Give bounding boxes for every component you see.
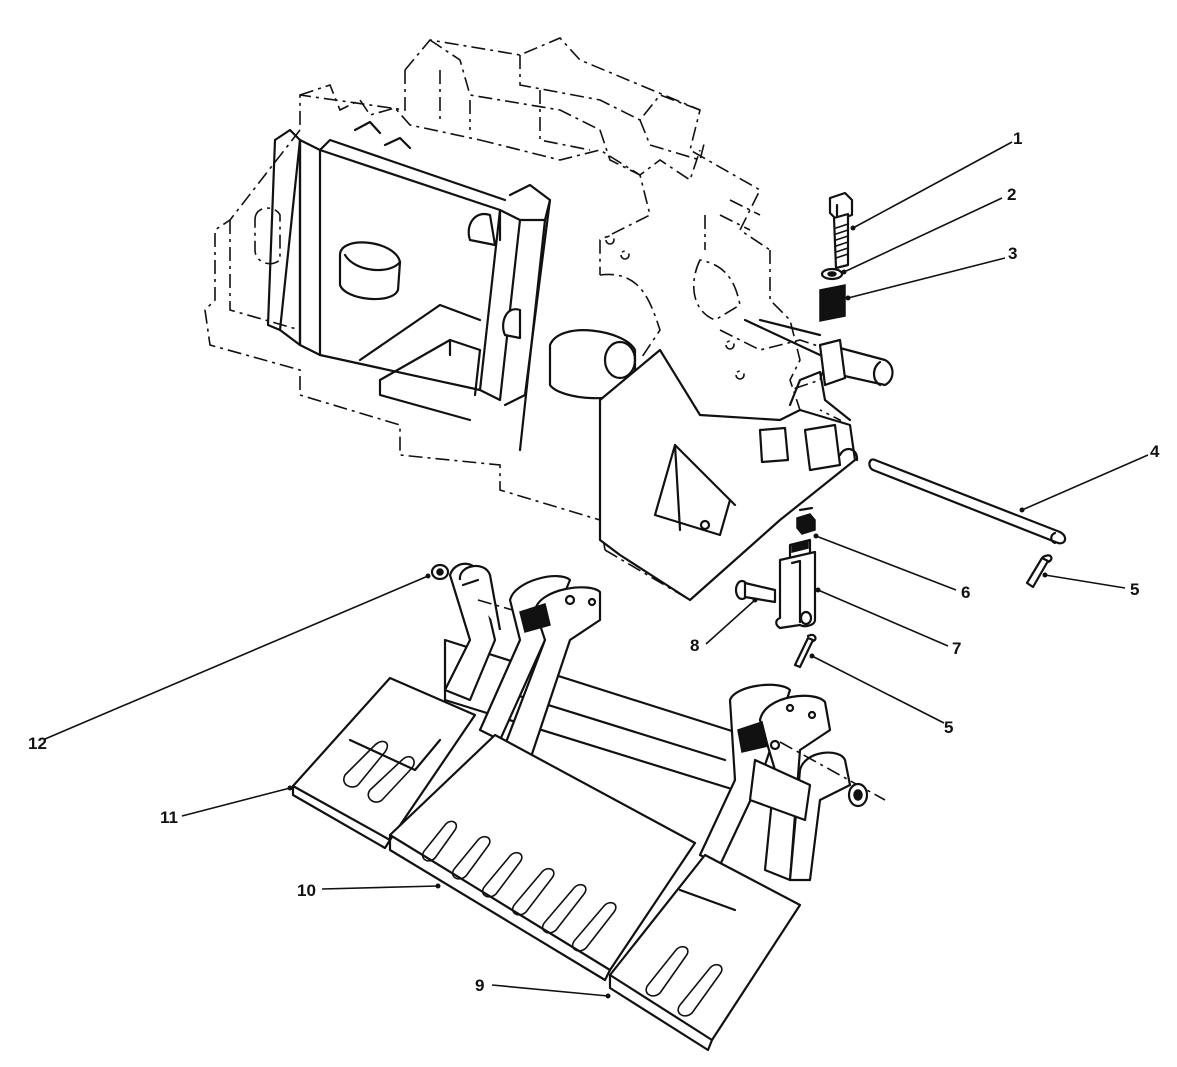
washer-part-2: [820, 267, 844, 281]
cotter-pin-part-5-upper: [1025, 554, 1053, 589]
callout-5-upper: 5: [1130, 580, 1139, 599]
pedal-assembly: [291, 562, 886, 1052]
callout-3: 3: [1008, 244, 1017, 263]
leader-lines: [44, 141, 1149, 999]
callout-12: 12: [28, 734, 47, 753]
callout-6: 6: [961, 583, 970, 602]
callout-9: 9: [475, 976, 484, 995]
callout-5-lower: 5: [944, 718, 953, 737]
front-gusset-plate: [598, 348, 859, 602]
rod-part-4: [868, 458, 1067, 545]
clevis-pin-part-8: [734, 579, 777, 604]
housing-plates: [266, 120, 637, 452]
cotter-pin-part-5-lower: [793, 633, 817, 669]
callout-10: 10: [297, 881, 316, 900]
callout-2: 2: [1007, 185, 1016, 204]
shaft-stub: [743, 318, 894, 387]
clevis-part-7: [775, 538, 817, 630]
nut-part-6: [796, 506, 816, 535]
callout-11: 11: [160, 808, 178, 827]
spring-part-3: [819, 284, 846, 322]
bolt-part-1: [828, 191, 854, 270]
callout-1: 1: [1013, 129, 1022, 148]
callout-labels: 1 2 3 4 5 6 7 8 5 12 11 10 9: [28, 129, 1160, 995]
callout-8: 8: [690, 636, 699, 655]
callout-4: 4: [1150, 442, 1160, 461]
callout-7: 7: [952, 639, 961, 658]
